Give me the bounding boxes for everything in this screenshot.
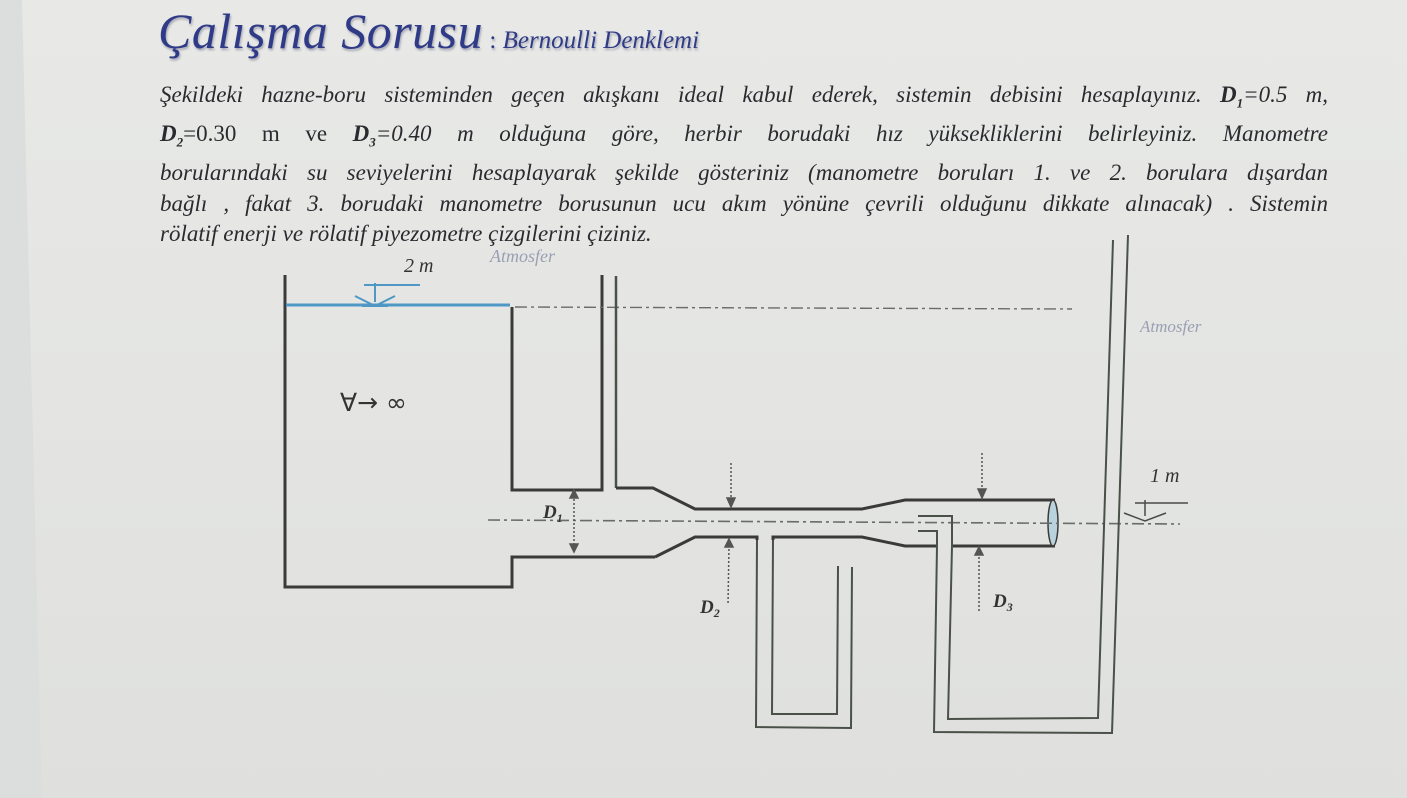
atmosphere-label-2: Atmosfer: [1139, 317, 1202, 336]
reference-line-top: [514, 306, 1073, 310]
problem-line-2: D2=0.30 m ve D3=0.40 m olduğuna göre, he…: [160, 121, 1328, 150]
d1-dimension-arrow: [568, 488, 580, 554]
problem-line-1: Şekildeki hazne-boru sisteminden geçen a…: [160, 82, 1328, 111]
title-main: Çalışma Sorusu: [158, 3, 484, 59]
pipe-section-1-2: [616, 486, 1055, 559]
reservoir: [283, 275, 655, 589]
title-separator: :: [483, 27, 503, 54]
pipe-centerline: [487, 519, 1181, 525]
problem-line-4: bağlı , fakat 3. borudaki manometre boru…: [160, 190, 1328, 216]
manometer-3-pitot: [918, 234, 1129, 735]
reservoir-volume-label: ∀→ ∞: [340, 388, 407, 417]
atmosphere-label-1: Atmosfer: [489, 246, 556, 266]
problem-text: Şekildeki hazne-boru sisteminden geçen a…: [160, 80, 1328, 250]
page-title: Çalışma Sorusu : Bernoulli Denklemi: [158, 2, 699, 60]
problem-line-3: borularındaki su seviyelerini hesaplayar…: [160, 160, 1328, 186]
d3-label: D3: [992, 591, 1013, 614]
d1-label: D1: [542, 502, 563, 525]
d3-dimension-arrow: [973, 453, 988, 613]
manometer-2: [754, 539, 853, 730]
outlet-height-label: 1 m: [1150, 465, 1179, 487]
title-subtitle: Bernoulli Denklemi: [502, 27, 700, 54]
problem-line-5: rölatif enerji ve rölatif piyezometre çi…: [160, 221, 652, 247]
water-level-icon: [354, 283, 420, 308]
reservoir-height-label: 2 m: [404, 255, 433, 277]
d2-label: D2: [699, 597, 720, 620]
outlet-level-icon: [1123, 500, 1188, 522]
d2-dimension-arrow: [723, 463, 737, 606]
